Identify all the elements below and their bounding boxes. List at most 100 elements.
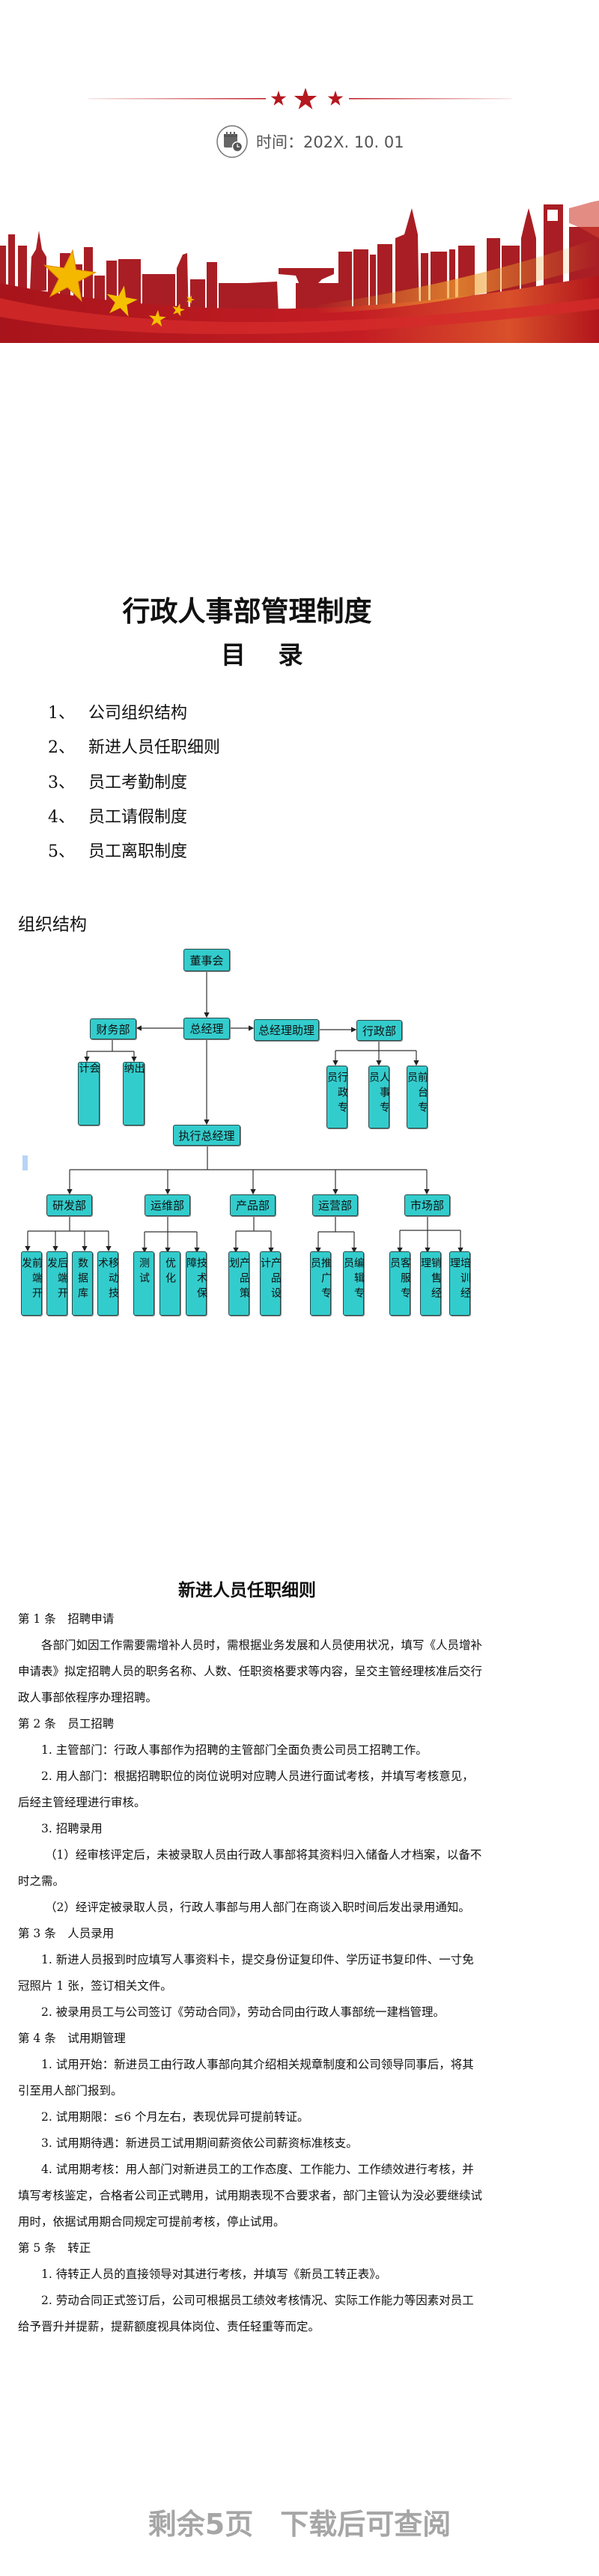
toc-item-number: 1、: [48, 704, 75, 723]
paragraph-line: 3. 招聘录用: [41, 1822, 103, 1835]
org-node-leaf: 后端开发: [46, 1251, 68, 1316]
org-node-label: 数据库: [76, 1257, 88, 1302]
org-node-label: 推广专员: [309, 1257, 332, 1302]
org-node-leaf: 行政专员: [326, 1066, 348, 1128]
org-node-leaf: 培训经理: [449, 1251, 471, 1316]
org-node-leaf: 会计: [78, 1062, 100, 1126]
org-node-leaf: 数据库: [72, 1251, 93, 1316]
org-node-department: 研发部: [46, 1194, 92, 1216]
toc-item[interactable]: 2、新进人员任职细则: [48, 737, 220, 759]
paragraph-line: 政人事部依程序办理招聘。: [18, 1691, 158, 1704]
gold-star-icon: [43, 249, 195, 327]
org-node-label: 技术保障: [185, 1257, 207, 1302]
download-to-view-text: 下载后可查阅: [280, 2508, 451, 2541]
star-divider: [88, 88, 511, 109]
section-title: 新进人员任职细则: [178, 1580, 316, 1600]
paragraph-line: 2. 用人部门：根据招聘职位的岗位说明对应聘人员进行面试考核，并填写考核意见，: [41, 1770, 474, 1783]
paragraph-line: 1. 新进人员报到时应填写人事资料卡，提交身份证复印件、学历证书复印件、一寸免: [41, 1953, 474, 1966]
text-cursor-marker: [22, 1155, 28, 1170]
paragraph-line: 3. 试用期待遇：新进员工试用期间薪资依公司薪资标准核支。: [41, 2136, 358, 2150]
date-text: 时间：202X. 10. 01: [256, 133, 404, 151]
paragraph-line: 后经主管经理进行审核。: [18, 1796, 146, 1809]
org-node-leaf: 产品设计: [259, 1251, 282, 1316]
org-node-leaf: 编辑专员: [342, 1251, 365, 1316]
paragraph-line: 冠照片 1 张，签订相关文件。: [18, 1979, 172, 1993]
org-node-leaf: 前台专员: [406, 1066, 428, 1128]
org-node-leaf: 出纳: [123, 1062, 145, 1126]
remaining-pages-text: 剩余5页: [148, 2508, 254, 2541]
org-node-leaf: 产品策划: [228, 1251, 250, 1316]
paragraph-line: 4. 试用期考核：用人部门对新进员工的工作态度、工作能力、工作绩效进行考核，并: [41, 2163, 474, 2176]
date-row: 时间：202X. 10. 01: [216, 124, 404, 159]
toc-item-label: 员工请假制度: [88, 808, 188, 827]
star-icon: [270, 88, 344, 109]
org-section-label: 组织结构: [18, 915, 87, 935]
org-node-gm: 总经理: [183, 1018, 230, 1039]
toc-item[interactable]: 3、员工考勤制度: [48, 772, 187, 795]
org-node-department: 运维部: [145, 1194, 190, 1216]
org-node-leaf: 前端开发: [20, 1251, 43, 1316]
org-node-label: 会计: [77, 1063, 100, 1099]
org-node-leaf: 销售经理: [419, 1251, 442, 1316]
toc-item-label: 新进人员任职细则: [88, 738, 221, 757]
org-node-leaf: 人事专员: [368, 1066, 390, 1128]
paragraph-line: 1. 主管部门：行政人事部作为招聘的主管部门全面负责公司员工招聘工作。: [41, 1743, 428, 1757]
paragraph-line: 给予晋升并提薪，提薪额度视具体岗位、责任轻重等而定。: [18, 2320, 320, 2333]
toc-item-number: 4、: [48, 808, 75, 827]
paragraph-line: 1. 试用开始：新进员工由行政人事部向其介绍相关规章制度和公司领导同事后，将其: [41, 2058, 474, 2071]
paragraph-line: 各部门如因工作需要需增补人员时，需根据业务发展和人员使用状况，填写《人员增补: [41, 1638, 483, 1652]
toc-item-label: 公司组织结构: [88, 704, 188, 723]
org-node-finance: 财务部: [90, 1018, 136, 1039]
org-node-leaf: 推广专员: [309, 1251, 332, 1316]
org-node-label: 销售经理: [419, 1257, 442, 1302]
org-node-exec-gm: 执行总经理: [173, 1125, 240, 1146]
toc-item[interactable]: 1、公司组织结构: [48, 702, 187, 725]
toc-item-number: 5、: [48, 842, 75, 861]
org-node-department: 运营部: [312, 1194, 358, 1216]
org-node-label: 优化: [164, 1257, 176, 1287]
org-node-leaf: 客服专员: [389, 1251, 411, 1316]
toc-item-number: 2、: [48, 738, 75, 757]
org-node-leaf: 优化: [159, 1251, 180, 1316]
toc-item[interactable]: 4、员工请假制度: [48, 806, 187, 829]
article-heading: 第 5 条 转正: [18, 2241, 91, 2255]
paragraph-line: 时之需。: [18, 1874, 65, 1888]
toc-heading: 目 录: [221, 640, 315, 669]
paragraph-line: 申请表》拟定招聘人员的职务名称、人数、任职资格要求等内容，呈交主管经理核准后交行: [18, 1665, 483, 1678]
calendar-clock-icon: [216, 125, 248, 158]
article-heading: 第 4 条 试用期管理: [18, 2032, 126, 2045]
paragraph-line: （2）经评定被录取人员，行政人事部与用人部门在商谈入职时间后发出录用通知。: [45, 1901, 470, 1914]
org-node-department: 市场部: [404, 1194, 450, 1216]
org-node-leaf: 移动技术: [97, 1251, 119, 1316]
paragraph-line: 2. 被录用员工与公司签订《劳动合同》，劳动合同由行政人事部统一建档管理。: [41, 2005, 445, 2019]
article-heading: 第 3 条 人员录用: [18, 1927, 115, 1940]
org-node-label: 产品设计: [259, 1257, 282, 1302]
toc-item[interactable]: 5、员工离职制度: [48, 841, 187, 863]
paragraph-line: （1）经审核评定后，未被录取人员由行政人事部将其资料归入储备人才档案，以备不: [45, 1848, 482, 1862]
paragraph-line: 用时，依据试用期合同规定可提前考核，停止试用。: [18, 2215, 285, 2229]
org-node-label: 移动技术: [97, 1257, 119, 1302]
paragraph-line: 填写考核鉴定，合格者公司正式聘用，试用期表现不合要求者，部门主管认为没必要继续试: [18, 2189, 483, 2202]
download-prompt[interactable]: 剩余5页下载后可查阅: [0, 2501, 599, 2542]
org-node-label: 人事专员: [368, 1072, 390, 1117]
article-heading: 第 2 条 员工招聘: [18, 1717, 115, 1731]
paragraph-line: 引至用人部门报到。: [18, 2084, 123, 2097]
org-node-admin: 行政部: [356, 1020, 402, 1041]
skyline-banner: [0, 201, 599, 343]
org-node-label: 前台专员: [406, 1072, 428, 1117]
org-chart-connectors: [25, 971, 463, 1254]
org-node-label: 行政专员: [326, 1072, 348, 1117]
org-node-label: 测试: [138, 1257, 150, 1287]
rules-body: 第 1 条 招聘申请各部门如因工作需要需增补人员时，需根据业务发展和人员使用状况…: [18, 1606, 497, 2340]
org-node-label: 出纳: [122, 1063, 145, 1099]
org-node-label: 后端开发: [46, 1257, 68, 1302]
org-node-gm-assistant: 总经理助理: [254, 1019, 319, 1041]
toc-item-number: 3、: [48, 774, 75, 792]
paragraph-line: 2. 试用期限：≤6 个月左右，表现优异可提前转证。: [41, 2110, 309, 2124]
paragraph-line: 1. 待转正人员的直接领导对其进行考核，并填写《新员工转正表》。: [41, 2267, 387, 2281]
toc-item-label: 员工离职制度: [88, 842, 188, 861]
toc-item-label: 员工考勤制度: [88, 774, 188, 792]
org-node-label: 培训经理: [449, 1257, 471, 1302]
org-node-label: 前端开发: [20, 1257, 43, 1302]
org-node-label: 编辑专员: [342, 1257, 365, 1302]
